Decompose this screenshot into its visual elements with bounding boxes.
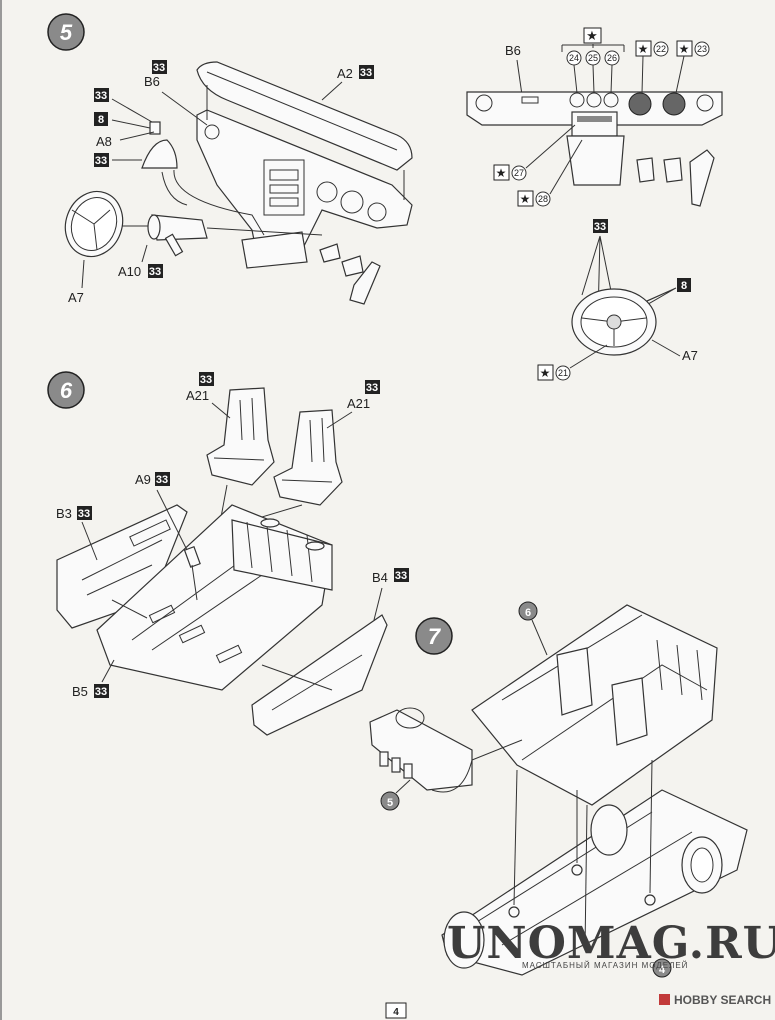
page-number: 4 — [393, 1007, 399, 1018]
seat-a21-right — [273, 409, 343, 506]
svg-text:★: ★ — [540, 366, 551, 380]
source-brand: HOBBY SEARCH — [674, 993, 771, 1007]
svg-text:★: ★ — [496, 166, 507, 180]
label-b6-detail: B6 — [505, 43, 521, 58]
paint-b5: 33 — [95, 686, 107, 698]
label-a8: A8 — [96, 134, 112, 149]
svg-text:★: ★ — [520, 192, 531, 206]
step-6: 6 33 A21 33 A — [47, 371, 409, 736]
interior-tub — [471, 604, 718, 806]
watermark-subtitle: МАСШТАБНЫЙ МАГАЗИН МОДЕЛЕЙ — [522, 961, 688, 970]
paint-a9: 33 — [156, 474, 168, 486]
label-b4: B4 — [372, 570, 388, 585]
paint-b6: 33 — [153, 62, 165, 74]
watermark-title: UNOMAG.RU — [447, 918, 775, 969]
label-a7-detail: A7 — [682, 348, 698, 363]
step-7-badge — [415, 617, 453, 655]
step-6-number: 6 — [60, 378, 73, 403]
paint-a2: 33 — [360, 67, 372, 79]
paint-b4: 33 — [395, 570, 407, 582]
paint-a21-left: 33 — [200, 374, 212, 386]
paint-wheel-spokes: 8 — [681, 280, 687, 292]
label-a21-left: A21 — [186, 388, 209, 403]
door-panel-b4 — [251, 614, 388, 736]
paint-a10: 33 — [149, 266, 161, 278]
decal-24: 24 — [569, 53, 579, 63]
paint-boot: 33 — [95, 155, 107, 167]
step-6-badge — [47, 371, 85, 409]
paint-b3: 33 — [78, 508, 90, 520]
step-7-number: 7 — [428, 624, 442, 649]
wheel-detail: 33 8 A7 ★ 21 — [537, 219, 698, 381]
ref-interior: 6 — [525, 607, 531, 619]
step-5: 5 — [47, 13, 723, 381]
svg-text:★: ★ — [679, 42, 690, 56]
watermark: UNOMAG.RU МАСШТАБНЫЙ МАГАЗИН МОДЕЛЕЙ — [447, 918, 775, 970]
svg-text:★: ★ — [638, 42, 649, 56]
page-number-box: 4 — [385, 1002, 407, 1019]
label-a2: A2 — [337, 66, 353, 81]
ref-chassis: 4 — [659, 964, 666, 976]
decal-28: 28 — [538, 194, 548, 204]
svg-text:★: ★ — [586, 28, 598, 43]
paint-wheel-detail: 33 — [594, 221, 606, 233]
label-a21-right: A21 — [347, 396, 370, 411]
label-a10: A10 — [118, 264, 141, 279]
decal-22: 22 — [656, 44, 666, 54]
decal-26: 26 — [607, 53, 617, 63]
label-b5: B5 — [72, 684, 88, 699]
dash-top-a2 — [196, 61, 413, 171]
dash-subassembly — [369, 709, 473, 791]
paint-knob: 33 — [95, 90, 107, 102]
seat-a21-left — [206, 387, 275, 486]
decal-27: 27 — [514, 168, 524, 178]
label-a7: A7 — [68, 290, 84, 305]
step-7: 7 6 5 4 — [369, 601, 748, 978]
step-5-badge — [47, 13, 85, 51]
decal-23: 23 — [697, 44, 707, 54]
paint-a8: 8 — [98, 114, 104, 126]
decal-21: 21 — [558, 368, 568, 378]
label-b6: B6 — [144, 74, 160, 89]
decal-25: 25 — [588, 53, 598, 63]
dash-decal-detail: B6 ★ 24 25 26 — [466, 27, 723, 207]
label-b3: B3 — [56, 506, 72, 521]
step-5-number: 5 — [60, 20, 73, 45]
source-mark: HOBBY SEARCH — [659, 993, 771, 1007]
paint-a21-right: 33 — [366, 382, 378, 394]
label-a9: A9 — [135, 472, 151, 487]
ref-dash: 5 — [387, 797, 393, 809]
source-logo-icon — [659, 994, 670, 1005]
